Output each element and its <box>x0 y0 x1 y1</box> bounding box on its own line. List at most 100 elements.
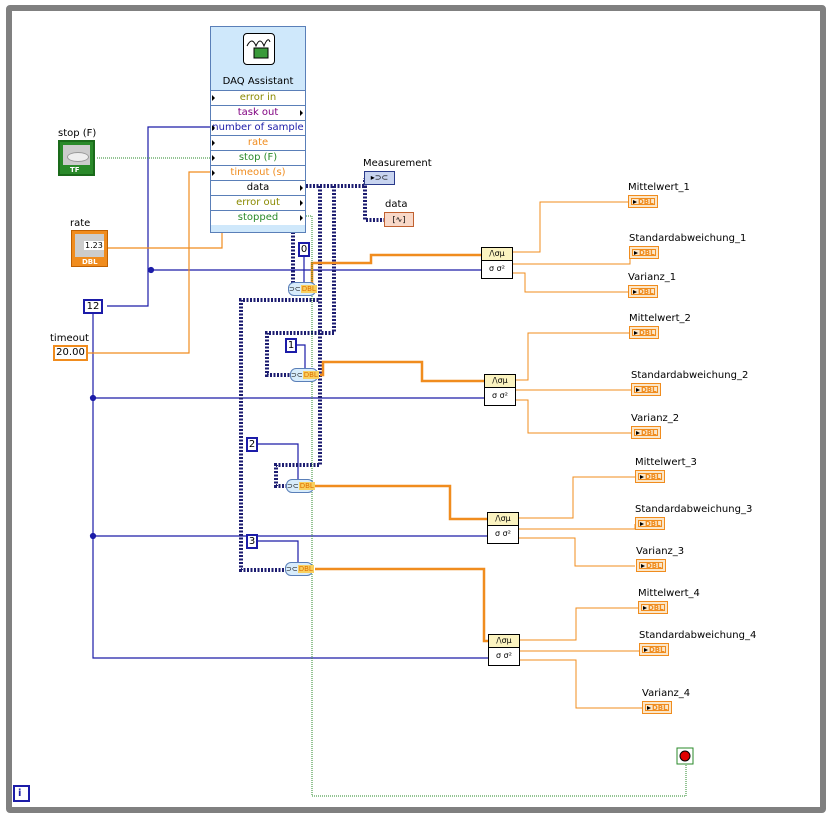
stats-top: /\σμ <box>488 513 518 526</box>
indicator-type: DBL <box>631 198 655 206</box>
daq-terminal-rate[interactable]: rate <box>211 135 305 150</box>
timeout-control-label: timeout <box>50 333 89 344</box>
daq-terminal-stop-f-[interactable]: stop (F) <box>211 150 305 165</box>
mean-indicator-2[interactable]: DBL <box>629 326 659 339</box>
indicator-type: DBL <box>638 473 662 481</box>
daq-assistant-node[interactable]: DAQ Assistant error in task out number of … <box>210 26 306 233</box>
std-label-2: Standardabweichung_2 <box>631 370 749 381</box>
indicator-type: DBL <box>632 329 656 337</box>
rate-control-label: rate <box>70 218 91 229</box>
wire-data-main <box>306 178 367 188</box>
junction <box>89 394 97 402</box>
mean-label-4: Mittelwert_4 <box>638 588 700 599</box>
daq-terminal-error-in[interactable]: error in <box>211 90 305 105</box>
timeout-control[interactable]: 20.00 <box>53 345 88 361</box>
stop-type: TF <box>70 166 80 174</box>
daq-terminal-label: stop (F) <box>238 152 278 163</box>
daq-terminal-stopped[interactable]: stopped <box>211 210 305 225</box>
indicator-type: DBL <box>641 604 665 612</box>
measurement-indicator[interactable]: ▸⊃⊂ <box>364 171 395 185</box>
integer-wires <box>89 126 490 659</box>
indicator-type: DBL <box>632 249 656 257</box>
index-constant-0[interactable]: 0 <box>298 242 310 257</box>
index-constant-2[interactable]: 2 <box>246 437 258 452</box>
wire-samples-down <box>92 313 490 659</box>
index-constant-1[interactable]: 1 <box>285 338 297 353</box>
array-wires <box>310 253 489 643</box>
indicator-type: DBL <box>645 704 669 712</box>
node-type: DBL <box>302 371 319 379</box>
var-indicator-3[interactable]: DBL <box>636 559 666 572</box>
select-signal-node-2[interactable]: ⊃⊂DBL <box>290 368 319 382</box>
stats-top: /\σμ <box>482 248 512 261</box>
iteration-terminal-label: i <box>18 788 22 799</box>
daq-terminal-timeout-s-[interactable]: timeout (s) <box>211 165 305 180</box>
daq-terminal-label: error out <box>236 197 280 208</box>
mean-indicator-4[interactable]: DBL <box>638 601 668 614</box>
toggle-icon <box>67 152 89 162</box>
indicator-type: DBL <box>638 520 662 528</box>
boolean-wires <box>97 157 687 797</box>
std-indicator-2[interactable]: DBL <box>631 383 661 396</box>
daq-title: DAQ Assistant <box>222 76 294 87</box>
daq-card-icon <box>243 33 275 65</box>
var-indicator-1[interactable]: DBL <box>628 285 658 298</box>
mean-indicator-3[interactable]: DBL <box>635 470 665 483</box>
wire-data-graph <box>363 186 384 222</box>
wire-ch2-array <box>320 360 485 383</box>
numeric-wires <box>88 171 223 354</box>
wire-rate <box>107 232 223 249</box>
indicator-type: DBL <box>631 288 655 296</box>
stats-bottom: σ σ² <box>495 529 511 538</box>
daq-terminal-task-out[interactable]: task out <box>211 105 305 120</box>
wire-timeout <box>88 171 212 354</box>
daq-terminal-label: data <box>246 182 270 193</box>
indicator-type: DBL <box>642 646 666 654</box>
var-indicator-2[interactable]: DBL <box>631 426 661 439</box>
result-wires <box>512 201 642 709</box>
statistics-node-3[interactable]: /\σμ σ σ² <box>487 512 519 544</box>
std-indicator-3[interactable]: DBL <box>635 517 665 530</box>
measurement-label: Measurement <box>363 158 432 169</box>
daq-terminal-label: task out <box>237 107 279 118</box>
wire-data-a <box>274 186 322 488</box>
stop-control[interactable]: TF <box>58 140 95 176</box>
var-indicator-4[interactable]: DBL <box>642 701 672 714</box>
data-graph-indicator[interactable]: [∿] <box>384 212 414 227</box>
data-graph-label: data <box>385 199 408 210</box>
index-constant-3[interactable]: 3 <box>246 534 258 549</box>
std-label-1: Standardabweichung_1 <box>629 233 747 244</box>
var-label-2: Varianz_2 <box>631 413 680 424</box>
rate-control[interactable]: 1.23 DBL <box>71 230 108 267</box>
rate-type: DBL <box>82 258 98 266</box>
wire-stopped <box>304 215 687 797</box>
daq-terminal-label: error in <box>239 92 277 103</box>
mean-label-1: Mittelwert_1 <box>628 182 690 193</box>
stats-bottom: σ σ² <box>492 391 508 400</box>
std-label-4: Standardabweichung_4 <box>639 630 757 641</box>
select-signal-node-4[interactable]: ⊃⊂DBL <box>285 562 314 576</box>
daq-terminal-data[interactable]: data <box>211 180 305 195</box>
wire-data-b <box>265 186 336 377</box>
dynamic-data-wires <box>239 178 384 572</box>
std-indicator-1[interactable]: DBL <box>629 246 659 259</box>
indicator-type: DBL <box>634 429 658 437</box>
mean-indicator-1[interactable]: DBL <box>628 195 658 208</box>
daq-terminal-label: timeout (s) <box>230 167 286 178</box>
daq-terminal-label: rate <box>247 137 269 148</box>
while-loop-frame[interactable] <box>6 5 826 813</box>
select-signal-node-3[interactable]: ⊃⊂DBL <box>286 479 315 493</box>
mean-label-2: Mittelwert_2 <box>629 313 691 324</box>
samples-constant[interactable]: 12 <box>83 299 103 314</box>
var-label-1: Varianz_1 <box>628 272 677 283</box>
select-signal-node-1[interactable]: ⊃⊂DBL <box>288 282 317 296</box>
std-indicator-4[interactable]: DBL <box>639 643 669 656</box>
indicator-type: DBL <box>634 386 658 394</box>
daq-terminal-number-of-sample[interactable]: number of sample <box>211 120 305 135</box>
junction <box>89 532 97 540</box>
node-type: DBL <box>297 565 314 573</box>
daq-terminal-error-out[interactable]: error out <box>211 195 305 210</box>
